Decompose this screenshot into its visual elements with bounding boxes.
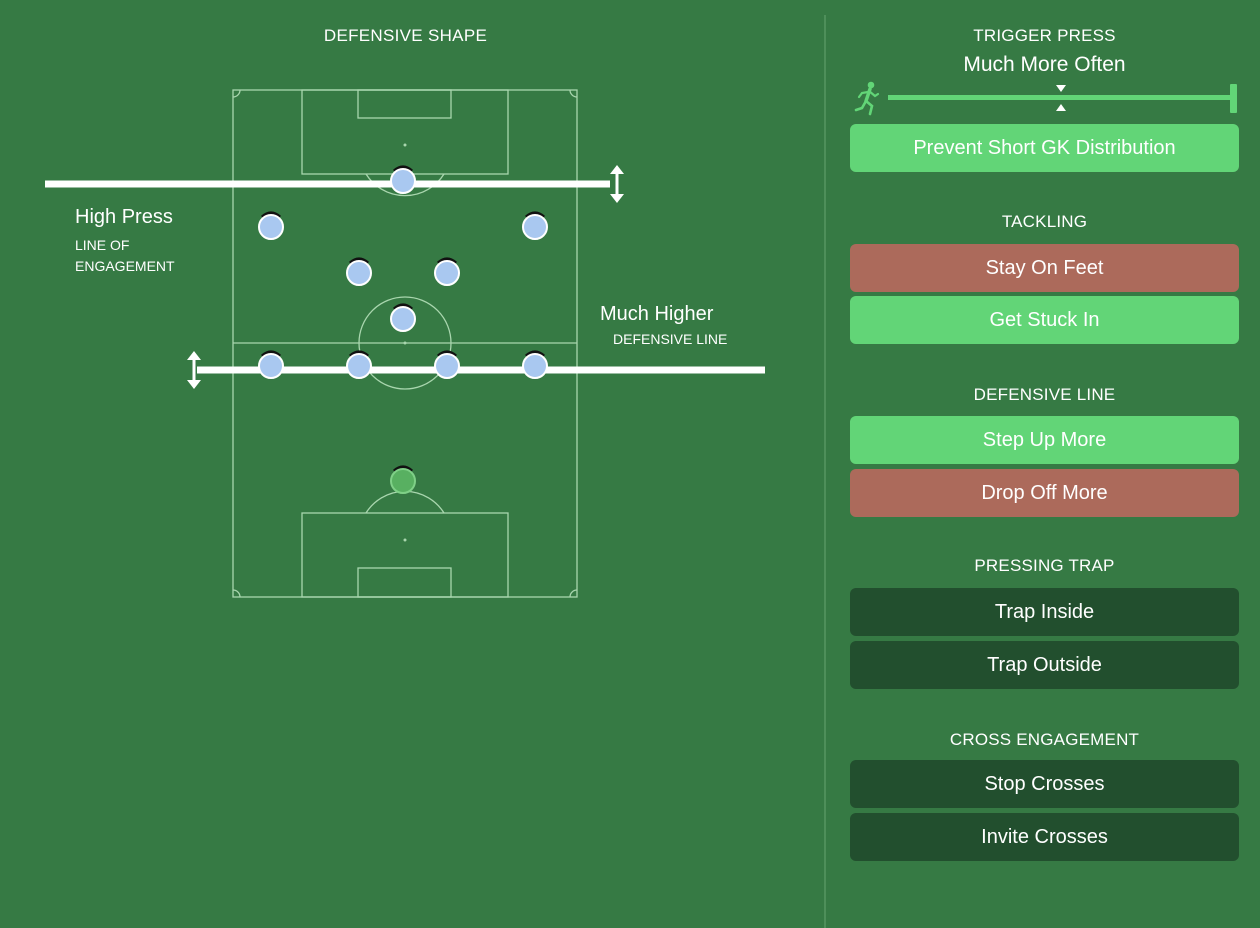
corner-arc-bl bbox=[232, 589, 241, 598]
player-right-winger[interactable] bbox=[522, 211, 548, 240]
top-penalty-spot bbox=[403, 143, 407, 147]
defensive-shape-title: DEFENSIVE SHAPE bbox=[323, 26, 488, 45]
trigger-press-title: TRIGGER PRESS bbox=[973, 26, 1116, 45]
player-goalkeeper[interactable] bbox=[390, 465, 416, 494]
line-of-engagement-value: High Press bbox=[75, 206, 173, 228]
player-right-back[interactable] bbox=[522, 350, 548, 379]
bottom-penalty-spot bbox=[403, 538, 407, 542]
centre-circle bbox=[358, 296, 452, 390]
defensive-line-label: DEFENSIVE LINE bbox=[613, 331, 728, 347]
player-left-central-midfielder[interactable] bbox=[346, 257, 372, 286]
top-penalty-box bbox=[301, 89, 509, 175]
line-of-engagement-label: LINE OF ENGAGEMENT bbox=[75, 237, 175, 274]
tackling-title: TACKLING bbox=[1001, 212, 1088, 231]
drop-off-more-button[interactable]: Drop Off More bbox=[850, 469, 1239, 517]
prevent-short-gk-button[interactable]: Prevent Short GK Distribution bbox=[850, 124, 1239, 172]
panel-divider bbox=[824, 15, 826, 928]
defensive-line-title: DEFENSIVE LINE bbox=[973, 385, 1116, 404]
runner-icon bbox=[854, 81, 880, 116]
trigger-press-value: Much More Often bbox=[963, 53, 1126, 76]
player-left-centre-back[interactable] bbox=[346, 350, 372, 379]
corner-arc-tr bbox=[569, 89, 578, 98]
trigger-press-slider[interactable] bbox=[850, 80, 1240, 120]
slider-default-marker bbox=[1056, 85, 1066, 111]
pitch-markings bbox=[232, 89, 578, 598]
corner-arc-tl bbox=[232, 89, 241, 98]
slider-track bbox=[888, 95, 1232, 100]
line-of-engagement-handle[interactable] bbox=[610, 165, 624, 203]
player-left-back[interactable] bbox=[258, 350, 284, 379]
trap-inside-button[interactable]: Trap Inside bbox=[850, 588, 1239, 636]
player-defensive-midfielder[interactable] bbox=[390, 303, 416, 332]
player-left-winger[interactable] bbox=[258, 211, 284, 240]
bottom-penalty-box bbox=[301, 512, 509, 598]
pitch-diagram bbox=[45, 89, 765, 598]
trap-outside-button[interactable]: Trap Outside bbox=[850, 641, 1239, 689]
defensive-line-value: Much Higher bbox=[600, 303, 714, 325]
pressing-trap-title: PRESSING TRAP bbox=[974, 556, 1115, 575]
player-right-centre-back[interactable] bbox=[434, 350, 460, 379]
get-stuck-in-button[interactable]: Get Stuck In bbox=[850, 296, 1239, 344]
player-right-central-midfielder[interactable] bbox=[434, 257, 460, 286]
corner-arc-br bbox=[569, 589, 578, 598]
bottom-six-yard-box bbox=[357, 567, 452, 598]
cross-engagement-title: CROSS ENGAGEMENT bbox=[949, 730, 1140, 749]
stop-crosses-button[interactable]: Stop Crosses bbox=[850, 760, 1239, 808]
stay-on-feet-button[interactable]: Stay On Feet bbox=[850, 244, 1239, 292]
slider-end-cap bbox=[1230, 84, 1237, 113]
top-six-yard-box bbox=[357, 89, 452, 119]
invite-crosses-button[interactable]: Invite Crosses bbox=[850, 813, 1239, 861]
player-striker[interactable] bbox=[390, 165, 416, 194]
defensive-line-handle[interactable] bbox=[187, 351, 201, 389]
centre-spot bbox=[403, 341, 407, 345]
step-up-more-button[interactable]: Step Up More bbox=[850, 416, 1239, 464]
bottom-penalty-arc bbox=[365, 490, 445, 514]
